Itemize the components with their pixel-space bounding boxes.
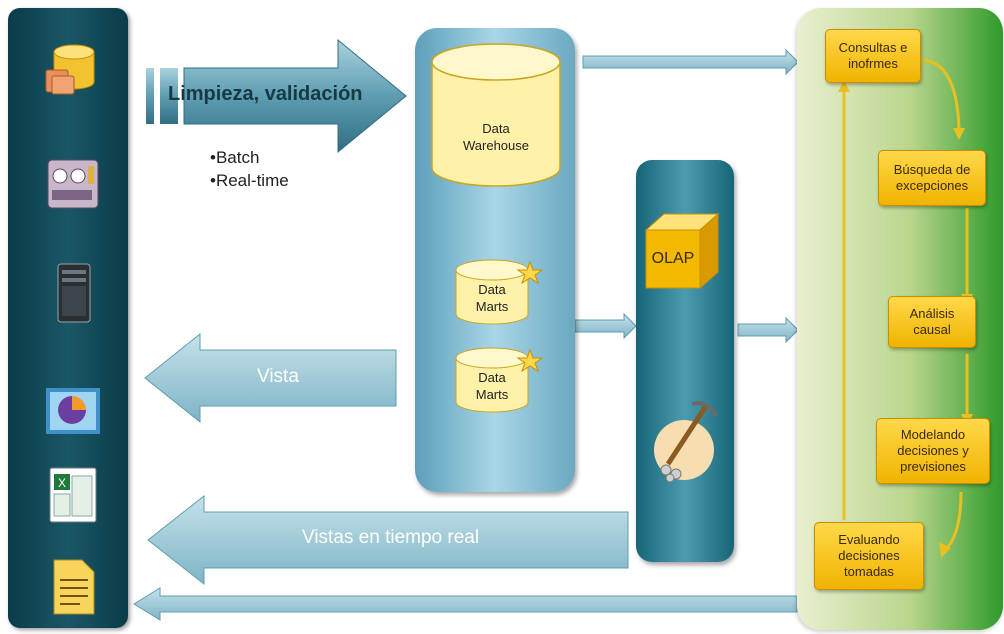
flow-arrow-1 [919,58,961,131]
etl-stripe-1 [146,68,154,124]
warehouse-title: Data Warehouse [432,120,560,154]
sources-panel: X [8,8,128,628]
data-mart-1-line2: Marts [475,299,509,314]
control-panel-icon [47,159,99,209]
excel-icon: X [49,467,97,523]
chart-icon [46,388,100,434]
step-5-line2: decisiones [838,548,900,563]
data-mart-label-1: Data Marts [456,281,528,315]
svg-text:X: X [58,476,66,490]
data-mart-cylinder-2 [455,347,544,413]
bottom-return-arrow [133,587,798,621]
vista-arrow [144,332,397,424]
data-mart-label-2: Data Marts [456,369,528,403]
vista-label: Vista [257,366,299,387]
olap-cube-icon [644,212,720,290]
etl-arrow [183,38,407,154]
step-4-line1: Modelando [900,427,966,442]
dw-to-olap-arrow [574,312,637,340]
realtime-label: Vistas en tiempo real [302,527,480,548]
pickaxe-icon [654,401,718,483]
step-5-line3: tomadas [844,564,894,579]
olap-label: OLAP [651,250,695,267]
warehouse-title-line2: Warehouse [463,138,529,153]
server-icon [57,263,91,323]
bullet-batch: •Batch [210,148,260,167]
step-1-line2: inofrmes [848,56,898,71]
database-icon [45,44,95,95]
step-3-line1: Análisis [909,306,955,321]
step-4-line3: previsiones [900,459,966,474]
step-4-line2: decisiones y [897,443,969,458]
step-5-line1: Evaluando [838,532,900,547]
data-mart-2-line1: Data [478,370,506,385]
realtime-arrow [147,494,629,586]
warehouse-title-line1: Data [482,121,510,136]
olap-to-decision-arrow [737,316,799,344]
star-icon [516,348,544,373]
data-mart-cylinder-1 [455,259,544,325]
document-icon [53,559,95,615]
flow-arrow-4 [945,491,963,549]
decision-flow-arrows [838,58,973,558]
etl-stripe-2 [160,68,178,124]
data-mart-2-line2: Marts [475,387,509,402]
star-icon [516,260,544,285]
step-2-line2: excepciones [895,178,969,193]
etl-label: Limpieza, validación [168,83,363,105]
step-2-line1: Búsqueda de [893,162,971,177]
warehouse-cylinder [431,43,561,187]
step-3-line2: causal [913,322,951,337]
bullet-realtime: •Real-time [210,171,289,190]
dw-to-decision-arrow [582,48,799,76]
step-1-line1: Consultas e [838,40,908,55]
data-mart-1-line1: Data [478,282,506,297]
